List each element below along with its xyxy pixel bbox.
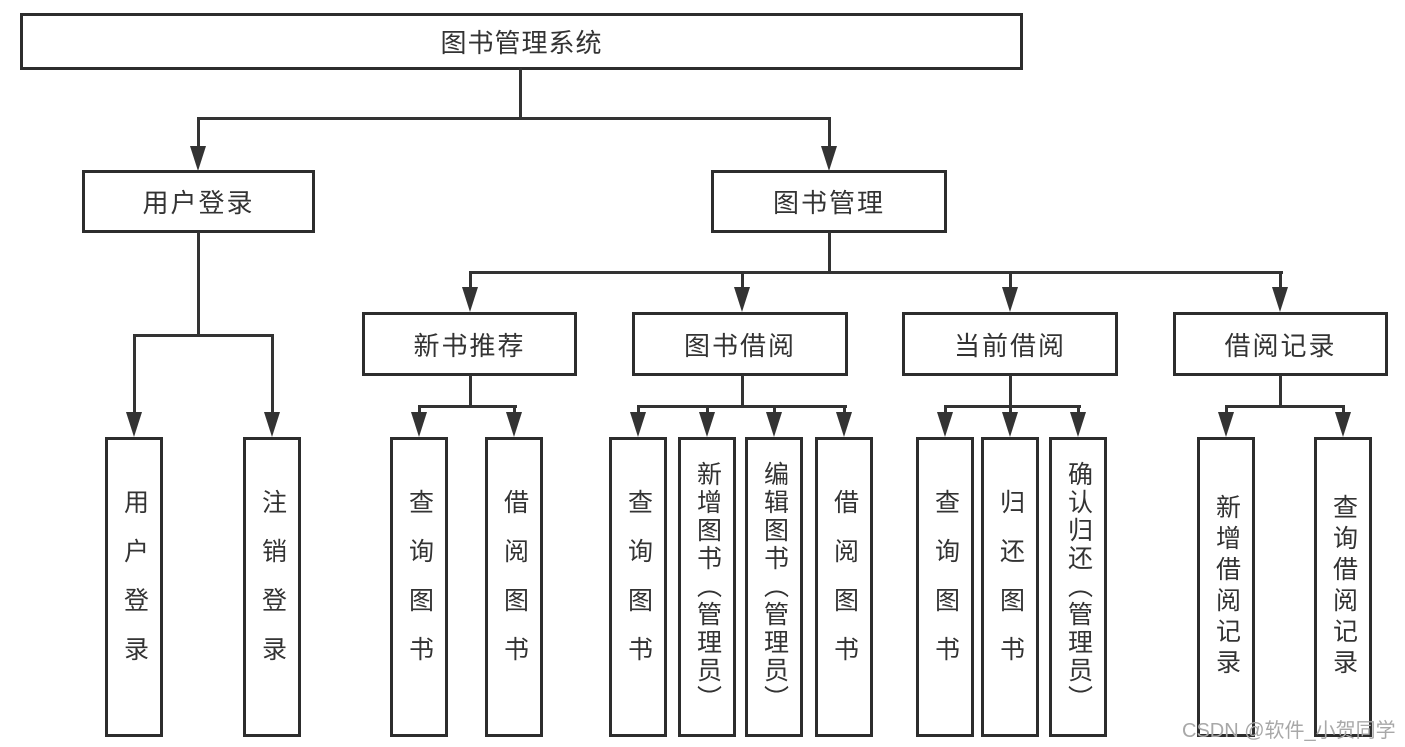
leaf-borrow-book: 借阅图书 [815,437,873,737]
connector-line [1009,407,1012,415]
connector-line [706,407,709,415]
node-book-borrow: 图书借阅 [632,312,848,376]
connector-line [133,334,274,337]
arrow-down-icon [1002,412,1018,437]
arrow-down-icon [821,146,837,171]
connector-line [469,273,472,289]
connector-line [469,271,1283,274]
leaf-add-borrow-record: 新增借阅记录 [1197,437,1255,737]
node-new-book-recommend-label: 新书推荐 [413,330,526,361]
leaf-return-book-label: 归还图书 [996,489,1025,685]
connector-line [828,232,831,274]
node-book-borrow-label: 图书借阅 [683,330,796,361]
connector-line [519,68,522,119]
connector-line [197,118,200,148]
connector-line [1342,407,1345,415]
connector-line [637,407,640,415]
connector-line [133,336,136,414]
arrow-down-icon [1335,412,1351,437]
arrow-down-icon [506,412,522,437]
node-current-borrow: 当前借阅 [902,312,1118,376]
connector-line [843,407,846,415]
connector-line [741,375,744,408]
node-root-label: 图书管理系统 [440,28,603,58]
node-book-management-label: 图书管理 [772,188,885,218]
node-borrow-record-label: 借阅记录 [1224,330,1337,361]
arrow-down-icon [1272,287,1288,312]
arrow-down-icon [1070,412,1086,437]
arrow-down-icon [411,412,427,437]
arrow-down-icon [766,412,782,437]
connector-line [773,407,776,415]
connector-line [1225,407,1228,415]
connector-line [1279,375,1282,408]
leaf-recommend-borrow-book: 借阅图书 [485,437,543,737]
connector-line [1009,375,1012,408]
node-book-management: 图书管理 [711,170,947,233]
leaf-logout: 注销登录 [243,437,301,737]
connector-line [1279,273,1282,289]
node-current-borrow-label: 当前借阅 [953,330,1066,361]
connector-line [828,118,831,148]
arrow-down-icon [462,287,478,312]
connector-line [513,407,516,415]
connector-line [741,273,744,289]
leaf-add-borrow-record-label: 新增借阅记录 [1212,494,1241,680]
leaf-recommend-query-book-label: 查询图书 [405,489,434,685]
leaf-current-query-book: 查询图书 [916,437,974,737]
leaf-confirm-return-admin: 确认归还（管理员） [1049,437,1107,737]
leaf-edit-book-admin-label: 编辑图书（管理员） [760,461,789,713]
leaf-recommend-query-book: 查询图书 [390,437,448,737]
leaf-edit-book-admin: 编辑图书（管理员） [745,437,803,737]
connector-line [271,336,274,414]
leaf-query-borrow-record: 查询借阅记录 [1314,437,1372,737]
leaf-user-login-label: 用户登录 [120,489,149,685]
connector-line [1009,273,1012,289]
node-root: 图书管理系统 [20,13,1023,70]
csdn-watermark: CSDN @软件_小贺同学 [1182,720,1396,742]
node-new-book-recommend: 新书推荐 [362,312,577,376]
connector-line [637,405,847,408]
arrow-down-icon [1002,287,1018,312]
arrow-down-icon [734,287,750,312]
arrow-down-icon [937,412,953,437]
leaf-return-book: 归还图书 [981,437,1039,737]
arrow-down-icon [1218,412,1234,437]
node-user-login-label: 用户登录 [142,188,255,218]
connector-line [469,375,472,408]
arrow-down-icon [630,412,646,437]
arrow-down-icon [126,412,142,437]
node-user-login: 用户登录 [82,170,315,233]
leaf-borrow-query-book: 查询图书 [609,437,667,737]
arrow-down-icon [836,412,852,437]
connector-line [944,405,1081,408]
leaf-logout-label: 注销登录 [258,489,287,685]
connector-line [944,407,947,415]
connector-line [1225,405,1345,408]
leaf-current-query-book-label: 查询图书 [931,489,960,685]
connector-line [197,232,200,336]
leaf-borrow-book-label: 借阅图书 [830,489,859,685]
arrow-down-icon [699,412,715,437]
connector-line [418,407,421,415]
leaf-query-borrow-record-label: 查询借阅记录 [1329,494,1358,680]
leaf-borrow-query-book-label: 查询图书 [624,489,653,685]
leaf-user-login: 用户登录 [105,437,163,737]
arrow-down-icon [264,412,280,437]
leaf-add-book-admin-label: 新增图书（管理员） [693,461,722,713]
connector-line [1077,407,1080,415]
connector-line [418,405,517,408]
node-borrow-record: 借阅记录 [1173,312,1388,376]
leaf-add-book-admin: 新增图书（管理员） [678,437,736,737]
connector-line [197,117,831,120]
leaf-recommend-borrow-book-label: 借阅图书 [500,489,529,685]
leaf-confirm-return-admin-label: 确认归还（管理员） [1064,461,1093,713]
arrow-down-icon [190,146,206,171]
